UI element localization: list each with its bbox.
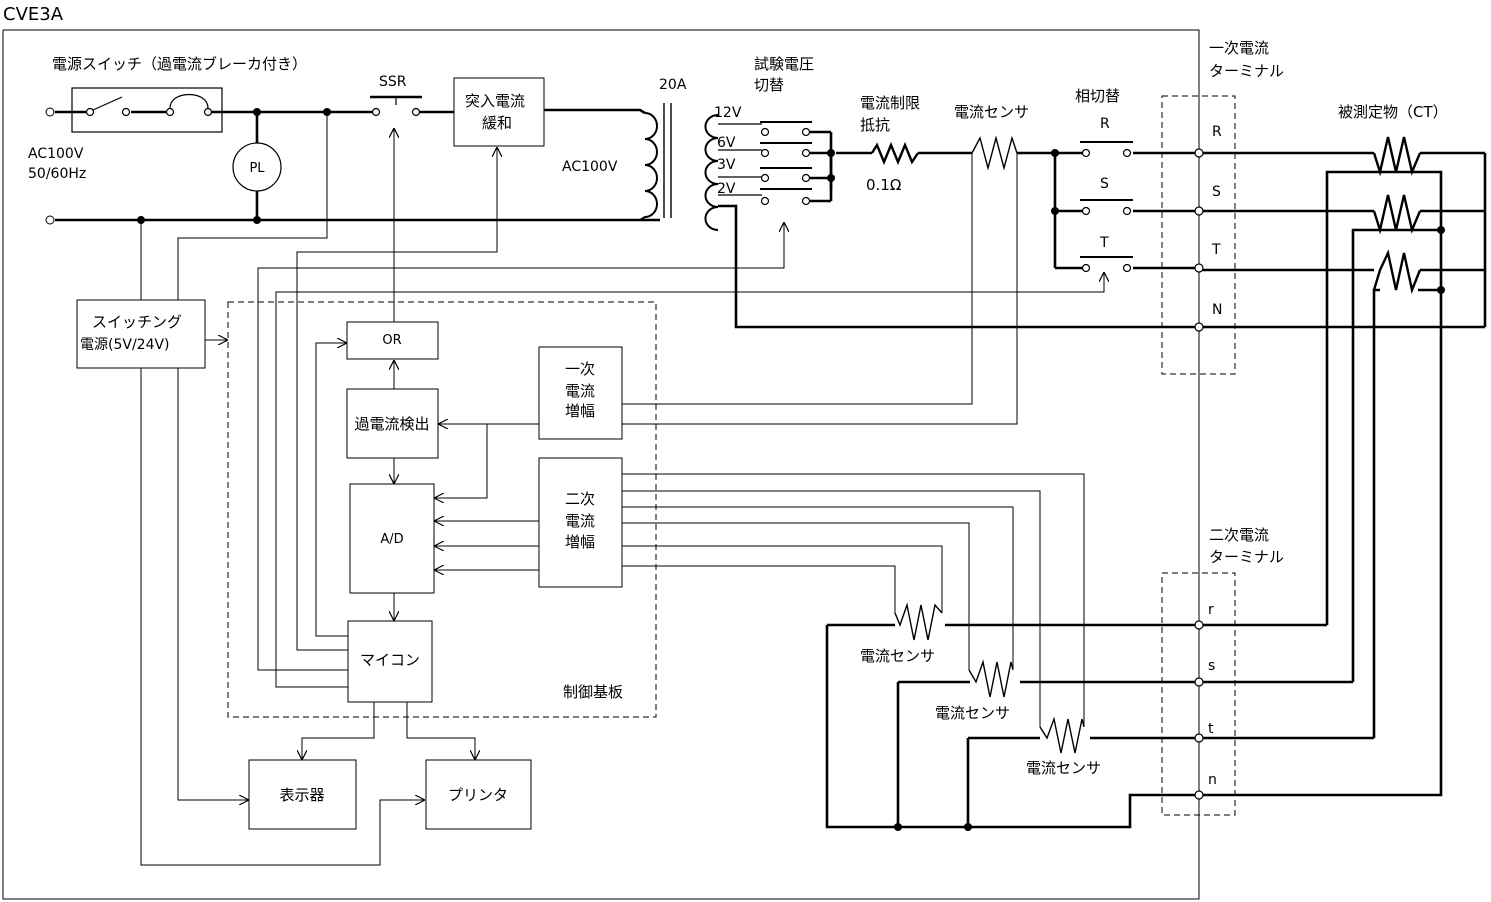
primary-amp-label-3: 増幅	[565, 402, 595, 420]
test-voltage-label-1: 試験電圧	[754, 55, 814, 73]
diagram-title: CVE3A	[3, 4, 64, 25]
primary-amp-label-2: 電流	[565, 382, 595, 400]
primary-amp-label-1: 一次	[565, 360, 595, 378]
ac-frequency-label: 50/60Hz	[28, 166, 86, 182]
limit-resistor-label-1: 電流制限	[860, 94, 920, 112]
ac-voltage-label: AC100V	[28, 146, 84, 162]
control-board-outline	[227, 301, 657, 718]
transformer	[639, 103, 762, 231]
secondary-terminal-label-2: ターミナル	[1209, 548, 1284, 566]
phase-s-label: S	[1100, 176, 1109, 192]
enclosure	[2, 29, 1200, 900]
ac-input-terminal-top	[45, 107, 55, 117]
mcu-label: マイコン	[360, 651, 420, 669]
primary-terminal-label-2: ターミナル	[1209, 62, 1284, 80]
primary-pin-t: T	[1211, 242, 1221, 258]
ad-label: A/D	[380, 532, 403, 547]
pilot-lamp-label: PL	[249, 161, 265, 176]
dut-label: 被測定物（CT）	[1338, 103, 1448, 121]
pilot-lamp	[232, 142, 282, 192]
secondary-terminal-box	[1161, 572, 1236, 816]
secondary-amp-label-2: 電流	[565, 512, 595, 530]
primary-pin-s: S	[1212, 184, 1221, 200]
block-boxes	[76, 299, 623, 830]
tap-6v: 6V	[717, 135, 736, 151]
limit-resistor	[870, 141, 919, 166]
switching-psu-label-2: 電源(5V/24V)	[80, 337, 170, 353]
tap-switches	[760, 121, 833, 206]
inrush-limiter-box	[453, 77, 545, 147]
junction-dots	[137, 108, 1445, 831]
ac-input-terminal-bottom	[45, 215, 55, 225]
power-switch	[71, 87, 223, 133]
terminal-pins	[1194, 148, 1204, 800]
primary-current-sensor	[971, 135, 1018, 171]
power-wiring	[55, 108, 1487, 829]
secondary-terminal-label-1: 二次電流	[1209, 526, 1269, 544]
overcurrent-label: 過電流検出	[354, 415, 429, 433]
control-board-label: 制御基板	[563, 683, 623, 701]
secondary-current-sensors	[894, 602, 1085, 754]
limit-resistor-value: 0.1Ω	[866, 176, 901, 194]
transformer-primary-label: AC100V	[562, 159, 618, 175]
primary-pin-n: N	[1212, 302, 1222, 318]
dut-ct-coils	[1372, 136, 1422, 295]
power-switch-label: 電源スイッチ（過電流ブレーカ付き）	[52, 55, 307, 73]
inrush-label-2: 緩和	[482, 114, 512, 132]
tap-3v: 3V	[717, 157, 736, 173]
secondary-pin-t: t	[1208, 721, 1214, 737]
secondary-amp-label-1: 二次	[565, 490, 595, 508]
secondary-sensor-label-1: 電流センサ	[860, 647, 935, 665]
phase-switch-label: 相切替	[1075, 87, 1120, 105]
secondary-pin-n: n	[1208, 772, 1217, 788]
signal-wiring	[140, 112, 1104, 866]
printer-label: プリンタ	[448, 786, 508, 804]
phase-t-label: T	[1099, 235, 1109, 251]
or-label: OR	[382, 333, 401, 348]
secondary-amp-label-3: 増幅	[565, 533, 595, 551]
ssr-switch	[370, 95, 422, 117]
phase-r-label: R	[1100, 116, 1110, 132]
primary-terminal-box	[1161, 95, 1236, 375]
tap-2v: 2V	[717, 181, 736, 197]
secondary-sensor-label-2: 電流センサ	[935, 704, 1010, 722]
primary-terminal-label-1: 一次電流	[1209, 39, 1269, 57]
secondary-pin-r: r	[1208, 602, 1214, 618]
primary-sensor-label: 電流センサ	[954, 103, 1029, 121]
tap-12v: 12V	[714, 105, 742, 121]
transformer-current-label: 20A	[659, 77, 687, 93]
ssr-label: SSR	[379, 74, 407, 90]
display-label: 表示器	[279, 786, 324, 804]
primary-pin-r: R	[1212, 124, 1222, 140]
test-voltage-label-2: 切替	[754, 76, 784, 94]
phase-switches	[1080, 141, 1133, 273]
switching-psu-label-1: スイッチング	[92, 313, 182, 331]
secondary-sensor-label-3: 電流センサ	[1026, 759, 1101, 777]
limit-resistor-label-2: 抵抗	[860, 116, 890, 134]
inrush-label-1: 突入電流	[465, 92, 525, 110]
secondary-pin-s: s	[1208, 658, 1215, 674]
